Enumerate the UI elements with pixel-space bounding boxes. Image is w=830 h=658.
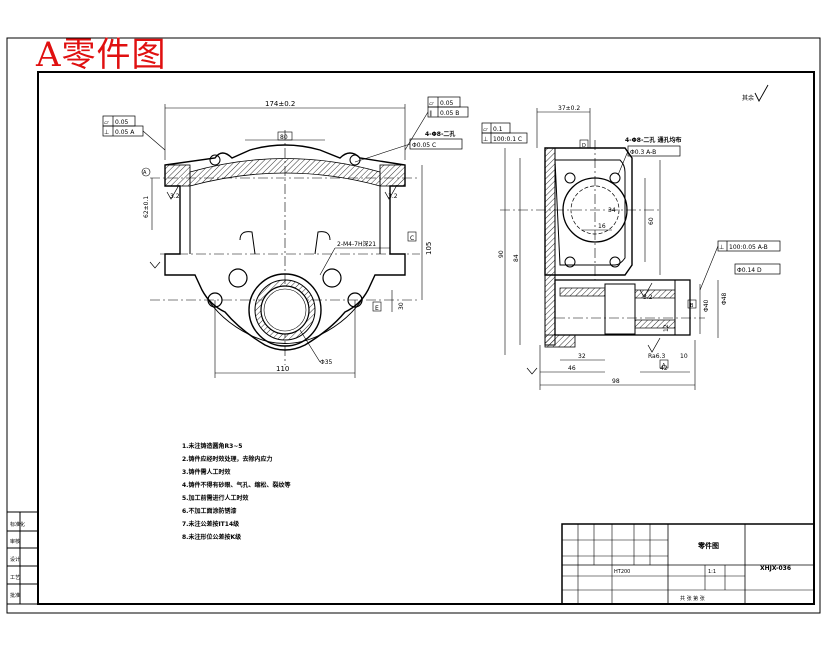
front-holes-pos: Φ0.05 C bbox=[412, 142, 436, 149]
svg-text:⊥: ⊥ bbox=[104, 129, 109, 136]
title-part-name: 零件图 bbox=[697, 541, 719, 550]
side-rough-2: Ra6.3 bbox=[648, 353, 665, 360]
side-holes-note: 4-Φ8-二孔 通孔均布 bbox=[625, 136, 682, 144]
front-dim-bore: Φ35 bbox=[320, 359, 333, 366]
svg-text:⏥: ⏥ bbox=[429, 100, 434, 107]
side-perp-right: 100:0.05 A-B bbox=[729, 244, 768, 251]
front-rough-right: 3.2 bbox=[388, 193, 398, 200]
side-dim-42: 42 bbox=[660, 365, 668, 372]
outer-border bbox=[6, 37, 821, 614]
side-dim-48: Φ48 bbox=[721, 292, 728, 305]
page-title-stamp: A零件图 bbox=[36, 35, 167, 75]
left-strip-label-4: 批准 bbox=[10, 592, 20, 599]
side-perp: 100:0.1 C bbox=[493, 136, 522, 143]
side-flatness: 0.1 bbox=[493, 126, 503, 133]
front-parallel-2: 0.05 B bbox=[440, 110, 459, 117]
title-drawing-no: XHJX-036 bbox=[760, 565, 791, 572]
front-datum-a: A bbox=[143, 170, 147, 176]
note-3: 3.铸件需人工时效 bbox=[182, 468, 230, 476]
side-datum-d: D bbox=[582, 143, 586, 149]
side-dim-84: 84 bbox=[513, 254, 520, 262]
front-datum-c: C bbox=[410, 235, 414, 242]
note-2: 2.铸件应经时效处理，去除内应力 bbox=[182, 455, 272, 463]
front-dim-width: 174±0.2 bbox=[265, 100, 295, 108]
front-flatness-1: 0.05 bbox=[115, 119, 129, 126]
note-4: 4.铸件不得有砂眼、气孔、缩松、裂纹等 bbox=[182, 481, 290, 489]
note-8: 8.未注形位公差按K级 bbox=[182, 533, 241, 541]
side-view: 37±0.2 ⏥ 0.1 ⊥ 100:0.1 C 4-Φ8-二孔 通孔均布 Φ0… bbox=[481, 84, 781, 390]
title-material: HT200 bbox=[614, 569, 630, 575]
left-strip-label-0: 标准化 bbox=[10, 521, 25, 528]
note-5: 5.加工前需进行人工时效 bbox=[182, 494, 248, 502]
svg-text:⏥: ⏥ bbox=[104, 119, 109, 126]
front-dim-left: 62±0.1 bbox=[143, 196, 150, 218]
side-dim-40: Φ40 bbox=[703, 299, 710, 312]
front-perp-1: 0.05 A bbox=[115, 129, 135, 136]
left-strip-label-3: 工艺 bbox=[10, 575, 20, 581]
side-rough-1: 3.2 bbox=[643, 294, 653, 301]
front-dim-right-small: 30 bbox=[398, 302, 405, 310]
side-dim-60: 60 bbox=[648, 217, 655, 225]
svg-text:⊥: ⊥ bbox=[483, 136, 488, 143]
title-scale: 1:1 bbox=[708, 569, 716, 575]
front-dim-height: 105 bbox=[425, 242, 433, 255]
title-sheet-label: 共 张 第 张 bbox=[680, 595, 705, 602]
side-dim-total: 98 bbox=[612, 378, 620, 385]
note-6: 6.不加工面涂防锈漆 bbox=[182, 507, 236, 515]
side-holes-pos: Φ0.3 A-B bbox=[630, 149, 656, 156]
side-pos-right: Φ0.14 D bbox=[737, 267, 762, 274]
side-dim-10: 10 bbox=[680, 353, 688, 360]
side-dim-90: 90 bbox=[498, 250, 505, 258]
title-block bbox=[561, 523, 815, 605]
front-flatness-2: 0.05 bbox=[440, 100, 454, 107]
side-dim-top: 37±0.2 bbox=[558, 105, 580, 112]
inner-border bbox=[37, 71, 815, 605]
side-datum-b: B bbox=[690, 303, 694, 309]
side-dim-46: 46 bbox=[568, 365, 576, 372]
note-7: 7.未注公差按IT14级 bbox=[182, 520, 239, 528]
front-datum-e: E bbox=[375, 305, 379, 312]
technical-notes: 1.未注铸造圆角R3~5 2.铸件应经时效处理，去除内应力 3.铸件需人工时效 … bbox=[182, 442, 290, 541]
left-strip-label-2: 设计 bbox=[10, 556, 20, 563]
side-dim-16: 16 bbox=[598, 223, 606, 230]
front-dim-top: 80 bbox=[280, 134, 288, 141]
front-holes-note: 4-Φ8-二孔 bbox=[425, 130, 455, 138]
side-datum-a: A bbox=[662, 363, 666, 369]
left-strip-label-1: 审核 bbox=[10, 538, 20, 545]
svg-text:⊥: ⊥ bbox=[719, 244, 724, 251]
side-dim-32: 32 bbox=[578, 353, 586, 360]
front-view: 174±0.2 80 110 62±0.1 105 30 Φ35 2-M4-7H… bbox=[102, 96, 469, 378]
front-rough-left: 3.2 bbox=[170, 193, 180, 200]
side-dim-12: 12 bbox=[663, 324, 670, 332]
note-1: 1.未注铸造圆角R3~5 bbox=[182, 442, 242, 450]
svg-text:⏥: ⏥ bbox=[483, 126, 488, 133]
side-dim-34: 34 bbox=[608, 207, 616, 214]
front-dim-bottom: 110 bbox=[276, 365, 289, 373]
front-dim-thread: 2-M4-7H深21 bbox=[337, 240, 376, 248]
side-rough-other: 其余 bbox=[742, 94, 754, 102]
left-strip-table bbox=[6, 511, 39, 605]
svg-text:∥: ∥ bbox=[429, 110, 432, 117]
